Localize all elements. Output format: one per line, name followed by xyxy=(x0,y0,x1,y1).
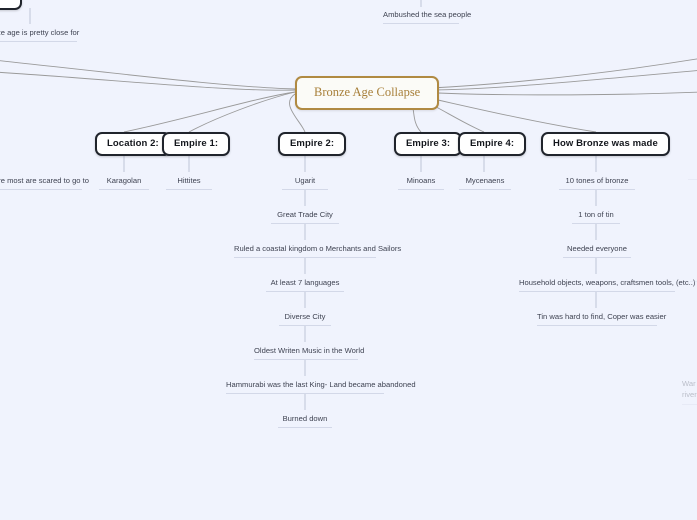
clipped-node-war-river-fragment[interactable]: War river xyxy=(682,378,697,405)
clipped-node-ambushed-sea-people[interactable]: Ambushed the sea people xyxy=(383,10,471,25)
clipped-node-top-left-box-fragment[interactable] xyxy=(0,0,22,10)
leaf-node-hittites[interactable]: Hittites xyxy=(166,176,212,191)
branch-node-empire-1[interactable]: Empire 1: xyxy=(162,132,231,156)
leaf-node-needed-everyone[interactable]: Needed everyone xyxy=(563,244,631,259)
leaf-node-great-trade-city[interactable]: Great Trade City xyxy=(271,210,339,225)
leaf-node-tin-hard-to-find[interactable]: Tin was hard to find, Coper was easier xyxy=(537,312,666,327)
leaf-node-oldest-writen-music[interactable]: Oldest Writen Music in the World xyxy=(254,346,364,361)
leaf-node-mycenaens[interactable]: Mycenaens xyxy=(459,176,511,191)
leaf-node-at-least-7-languages[interactable]: At least 7 languages xyxy=(266,278,344,293)
leaf-node-ruled-coastal-kingdom[interactable]: Ruled a coastal kingdom o Merchants and … xyxy=(234,244,401,259)
leaf-node-burned-down[interactable]: Burned down xyxy=(278,414,332,429)
leaf-node-household-objects-weapons[interactable]: Household objects, weapons, craftsmen to… xyxy=(519,278,695,293)
clipped-node-right-edge-fragment-2[interactable] xyxy=(690,278,697,282)
root-node-bronze-age-collapse[interactable]: Bronze Age Collapse xyxy=(295,76,440,110)
branch-node-empire-2[interactable]: Empire 2: xyxy=(278,132,347,156)
leaf-node-diverse-city[interactable]: Diverse City xyxy=(279,312,331,327)
leaf-node-hammurabi-last-king[interactable]: Hammurabi was the last King- Land became… xyxy=(226,380,416,395)
leaf-node-10-tones-of-bronze[interactable]: 10 tones of bronze xyxy=(559,176,635,191)
branch-node-location-2[interactable]: Location 2: xyxy=(95,132,171,156)
branch-node-empire-4[interactable]: Empire 4: xyxy=(458,132,527,156)
clipped-node-right-edge-fragment-1[interactable] xyxy=(688,176,697,180)
leaf-node-1-ton-of-tin[interactable]: 1 ton of tin xyxy=(572,210,620,225)
clipped-node-scared-to-go-to[interactable]: ere most are scared to go to xyxy=(0,176,89,191)
branch-node-how-bronze-was-made[interactable]: How Bronze was made xyxy=(541,132,670,156)
leaf-node-ugarit[interactable]: Ugarit xyxy=(282,176,328,191)
leaf-node-karagolan[interactable]: Karagolan xyxy=(99,176,149,191)
leaf-node-minoans[interactable]: Minoans xyxy=(398,176,444,191)
clipped-node-bronze-age-close-for[interactable]: ze age is pretty close for xyxy=(0,28,79,43)
branch-node-empire-3[interactable]: Empire 3: xyxy=(394,132,463,156)
